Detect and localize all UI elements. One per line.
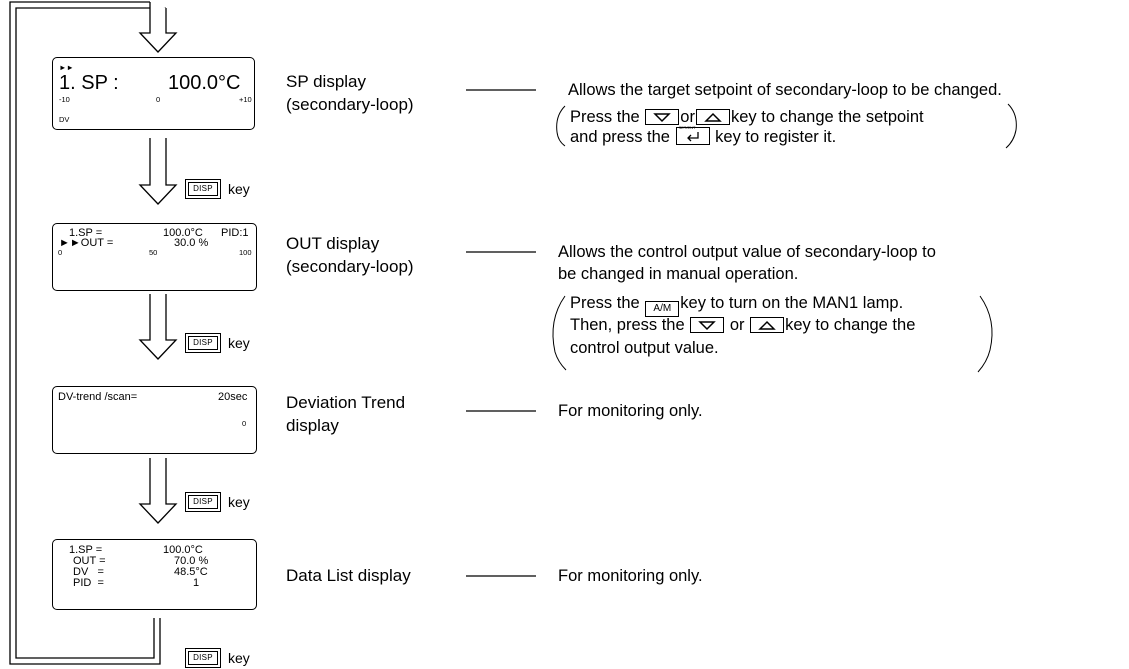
sp-marker: ►►	[59, 63, 74, 72]
sp-display-name2: (secondary-loop)	[286, 95, 414, 114]
out-desc-line5: control output value.	[570, 339, 719, 357]
sp-scale-left: -10	[59, 95, 70, 104]
sp-bar-label: DV	[59, 115, 70, 124]
disp-key-4[interactable]: DISP	[185, 648, 221, 668]
disp-key-1-word: key	[228, 181, 250, 197]
disp-key-3[interactable]: DISP	[185, 492, 221, 512]
out-desc-or: or	[729, 316, 745, 334]
trend-desc: For monitoring only.	[558, 402, 703, 420]
out-scale-left: 0	[58, 248, 63, 257]
trend-display-name2: display	[286, 416, 339, 435]
datalist-display-panel: 1.SP = 100.0°C OUT = 70.0 % DV = 48.5°C …	[52, 539, 257, 610]
trend-display-name: Deviation Trend	[286, 393, 406, 412]
disp-key-4-word: key	[228, 650, 250, 666]
out-scale-mid: 50	[149, 248, 158, 257]
sp-value: 100.0°C	[168, 72, 241, 94]
datalist-row3-value: 48.5°C	[174, 566, 208, 578]
sp-scale-mid: 0	[156, 95, 161, 104]
out-desc-line1: Allows the control output value of secon…	[558, 243, 936, 261]
down-arrow-3	[138, 458, 178, 524]
sp-desc-and-press: and press the	[570, 128, 670, 146]
out-row1-extra: PID:1	[221, 227, 249, 239]
sp-desc-register: key to register it.	[715, 128, 837, 146]
loop-return-line	[9, 1, 161, 665]
sp-desc-line1: Allows the target setpoint of secondary-…	[568, 81, 1002, 99]
out-display-name2: (secondary-loop)	[286, 257, 414, 276]
am-key-icon[interactable]: A/M	[645, 301, 680, 317]
datalist-display-name: Data List display	[286, 566, 411, 585]
sp-desc-or: or	[680, 108, 695, 126]
set-ent-key-cap: SET/ENT	[678, 125, 696, 130]
sp-display-name: SP display	[286, 72, 367, 91]
down-arrow-2	[138, 294, 178, 360]
out-desc-man1: key to turn on the MAN1 lamp.	[680, 294, 904, 312]
datalist-row1-value: 100.0°C	[163, 544, 203, 556]
datalist-row1-label: 1.SP =	[69, 544, 103, 556]
down-arrow-top	[138, 2, 178, 53]
sp-display-panel: ►► 1. SP : 100.0°C -10 0 +10 DV	[52, 57, 255, 130]
disp-key-3-word: key	[228, 494, 250, 510]
sp-scale-right: +10	[239, 95, 252, 104]
sp-label: 1. SP :	[59, 72, 119, 94]
out-display-name: OUT display	[286, 234, 380, 253]
sp-desc-change: key to change the setpoint	[730, 108, 924, 126]
trend-title: DV-trend /scan=	[58, 391, 138, 403]
out-display-panel: 1.SP = 100.0°C PID:1 ►►OUT = 30.0 % 0 50…	[52, 223, 257, 291]
up-key-icon[interactable]	[750, 317, 785, 333]
datalist-row2-label: OUT =	[73, 555, 106, 567]
sp-desc-line3: and press the SET/ENT key to register it…	[570, 125, 837, 148]
trend-display-panel: DV-trend /scan= 20sec 0	[52, 386, 257, 454]
sp-desc-press: Press the	[570, 108, 640, 126]
down-key-icon[interactable]	[690, 317, 725, 333]
out-desc-line2: be changed in manual operation.	[558, 265, 799, 283]
paren-left-sp	[556, 105, 566, 147]
datalist-desc: For monitoring only.	[558, 567, 703, 585]
datalist-row4-value: 1	[193, 577, 200, 589]
set-ent-key-icon[interactable]: SET/ENT	[675, 125, 710, 145]
datalist-row4-label: PID =	[73, 577, 104, 589]
out-desc-line4: Then, press the or key to change the	[570, 315, 915, 336]
datalist-row2-value: 70.0 %	[174, 555, 209, 567]
trend-zero: 0	[242, 419, 247, 428]
loop-return-line-inner	[15, 7, 166, 659]
paren-right-sp	[1005, 103, 1017, 149]
paren-right-out	[977, 295, 993, 373]
down-key-icon[interactable]	[645, 109, 680, 125]
disp-key-2[interactable]: DISP	[185, 333, 221, 353]
trend-scan: 20sec	[218, 391, 248, 403]
sp-desc-line2: Press the or key to change the setpoint	[570, 107, 924, 128]
out-desc-change: key to change the	[785, 316, 916, 334]
down-arrow-1	[138, 138, 178, 205]
disp-key-1[interactable]: DISP	[185, 179, 221, 199]
out-row2-label: ►►OUT =	[59, 237, 114, 249]
datalist-row3-label: DV =	[73, 566, 104, 578]
out-row2-value: 30.0 %	[174, 237, 209, 249]
out-desc-then: Then, press the	[570, 316, 685, 334]
out-row1-label: 1.SP =	[69, 227, 103, 239]
out-scale-right: 100	[239, 248, 252, 257]
up-key-icon[interactable]	[695, 109, 730, 125]
out-desc-press: Press the	[570, 294, 640, 312]
paren-left-out	[552, 295, 567, 371]
disp-key-2-word: key	[228, 335, 250, 351]
out-row1-value: 100.0°C	[163, 227, 203, 239]
